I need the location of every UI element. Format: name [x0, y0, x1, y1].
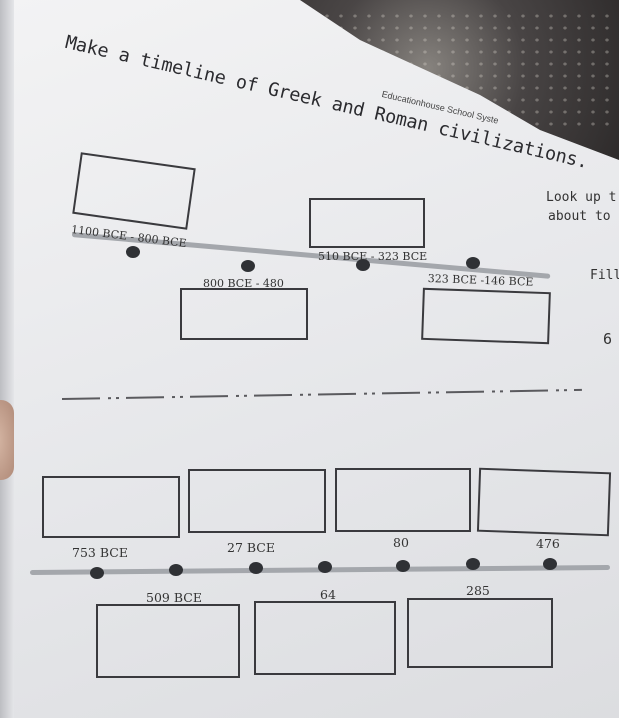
greek-date-2: 510 BCE - 323 BCE — [318, 250, 428, 263]
roman-date-5: 509 BCE — [146, 590, 202, 605]
section-divider — [61, 388, 582, 400]
side-text-3: Fill i — [590, 268, 619, 283]
greek-timeline-dot-3 — [356, 259, 370, 271]
roman-answer-box-4[interactable] — [476, 467, 612, 537]
roman-date-6: 64 — [320, 587, 336, 602]
roman-timeline-dot-7 — [543, 558, 557, 570]
greek-answer-box-2[interactable] — [309, 198, 425, 248]
greek-timeline-dot-1 — [126, 246, 140, 258]
greek-timeline-dot-2 — [241, 260, 255, 272]
roman-timeline-dot-3 — [249, 562, 263, 574]
greek-answer-box-1[interactable] — [72, 152, 196, 230]
roman-timeline-dot-1 — [90, 567, 104, 579]
roman-date-4: 476 — [536, 536, 560, 551]
roman-answer-box-5[interactable] — [96, 604, 240, 678]
greek-date-3: 800 BCE - 480 — [203, 277, 284, 290]
roman-timeline-dot-4 — [318, 561, 332, 573]
roman-answer-box-7[interactable] — [407, 598, 553, 668]
roman-date-7: 285 — [466, 583, 490, 598]
roman-answer-box-2[interactable] — [188, 469, 326, 533]
greek-answer-box-3[interactable] — [180, 288, 308, 340]
roman-answer-box-3[interactable] — [335, 468, 471, 532]
side-text-1: Look up t — [546, 190, 617, 205]
roman-date-2: 27 BCE — [227, 540, 275, 555]
side-text-2: about to — [548, 209, 611, 224]
greek-date-4: 323 BCE -146 BCE — [427, 272, 534, 289]
thumb — [0, 400, 14, 480]
roman-timeline-dot-2 — [169, 564, 183, 576]
roman-timeline-dot-6 — [466, 558, 480, 570]
roman-date-3: 80 — [393, 535, 409, 550]
roman-answer-box-6[interactable] — [254, 601, 396, 675]
greek-answer-box-4[interactable] — [421, 287, 551, 345]
side-text-4: 6 — [603, 330, 613, 348]
page-binding-edge — [0, 0, 14, 718]
greek-timeline-dot-4 — [466, 257, 480, 269]
roman-timeline-dot-5 — [396, 560, 410, 572]
roman-date-1: 753 BCE — [72, 545, 128, 560]
roman-answer-box-1[interactable] — [42, 476, 180, 538]
